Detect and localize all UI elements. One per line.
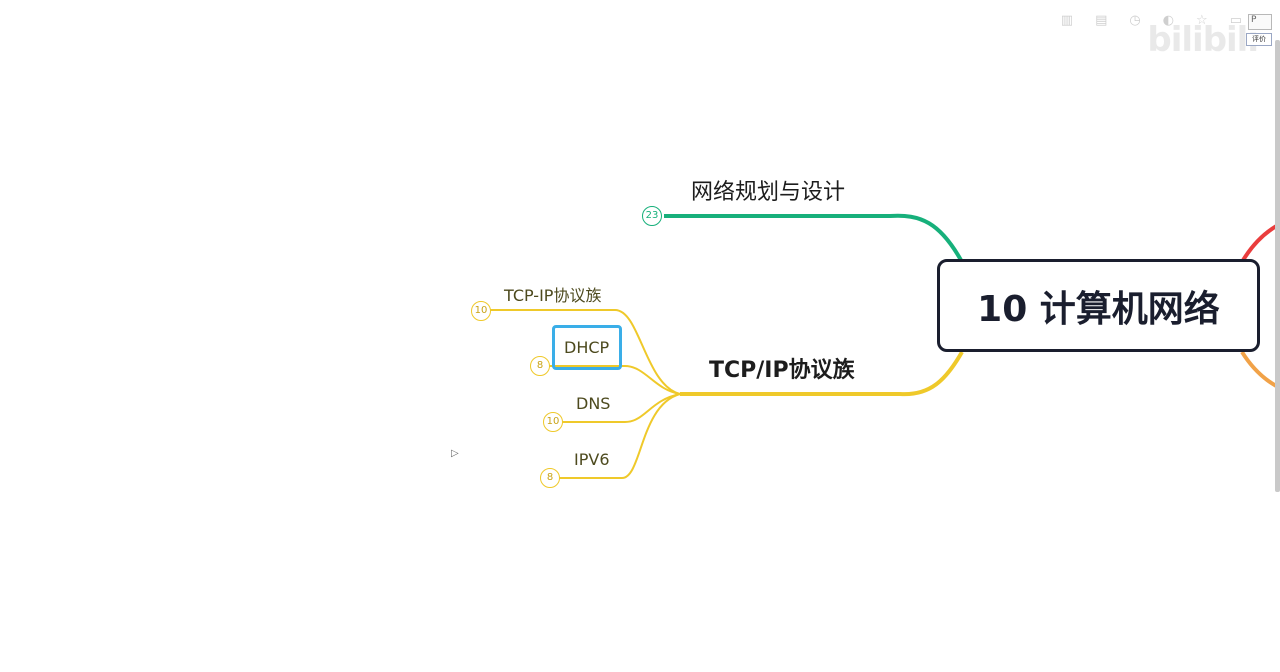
root-node[interactable]: 10 计算机网络	[937, 259, 1260, 352]
count-badge-network-planning[interactable]: 23	[642, 206, 662, 226]
outline-icon[interactable]: ▤	[1095, 13, 1108, 28]
root-node-label: 10 计算机网络	[977, 288, 1220, 330]
topic-tcpip-family[interactable]: TCP-IP协议族	[504, 286, 602, 305]
mouse-cursor-icon: ▷	[451, 448, 459, 459]
connector-tcpip	[680, 351, 964, 397]
top-toolbar: ▥ ▤ ◷ ◐ ☆ ▭	[1061, 12, 1242, 30]
topic-ipv6[interactable]: IPV6	[574, 450, 610, 469]
history-icon[interactable]: ◷	[1129, 13, 1141, 28]
branch-network-planning[interactable]: 网络规划与设计	[691, 180, 846, 205]
topic-dhcp[interactable]: DHCP	[564, 338, 610, 357]
connector-network-planning	[664, 213, 964, 263]
count-badge-dns[interactable]: 10	[543, 412, 563, 432]
star-icon[interactable]: ☆	[1196, 13, 1208, 28]
count-badge-ipv6[interactable]: 8	[540, 468, 560, 488]
count-badge-dhcp[interactable]: 8	[530, 356, 550, 376]
mini-tooltip: 评价	[1246, 33, 1272, 46]
branch-tcpip[interactable]: TCP/IP协议族	[709, 358, 855, 383]
bilibili-watermark: bilibili	[1147, 20, 1259, 60]
mini-input[interactable]: P	[1248, 14, 1272, 30]
connector-ipv6	[559, 393, 681, 479]
view-columns-icon[interactable]: ▥	[1060, 13, 1074, 28]
theme-icon[interactable]: ◐	[1162, 13, 1175, 28]
connector-dhcp	[549, 365, 681, 395]
count-badge-tcpip-family[interactable]: 10	[471, 301, 491, 321]
topic-dns[interactable]: DNS	[576, 394, 611, 413]
vertical-scrollbar[interactable]	[1275, 40, 1280, 492]
window-icon[interactable]: ▭	[1229, 13, 1242, 28]
selection-highlight	[552, 325, 622, 370]
connector-dns	[562, 393, 681, 423]
connector-tcpip-family	[490, 309, 681, 395]
